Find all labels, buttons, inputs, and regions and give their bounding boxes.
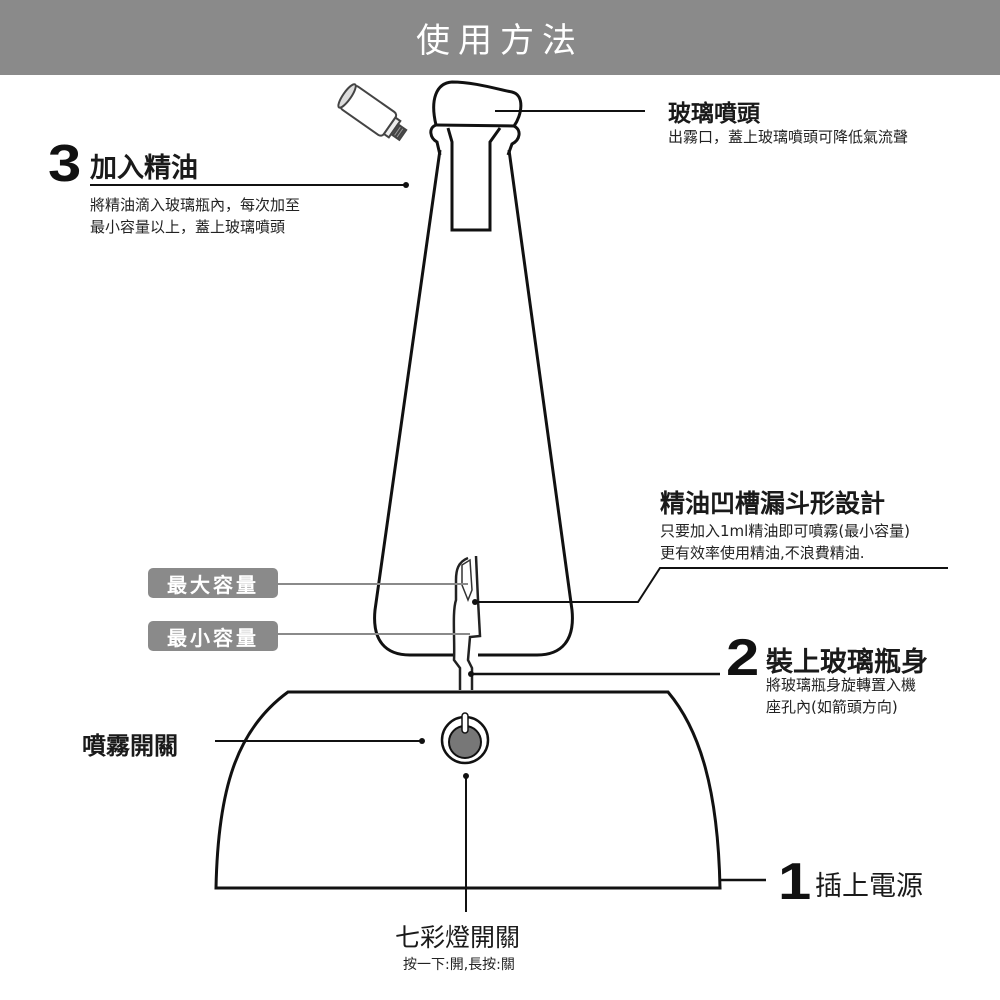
min-capacity-label: 最小容量 <box>148 621 278 651</box>
glass-nozzle <box>432 80 523 127</box>
light-switch-desc: 按一下:開,長按:關 <box>403 957 515 973</box>
header-banner: 使用方法 <box>0 0 1000 75</box>
funnel-design-title: 精油凹槽漏斗形設計 <box>660 489 886 518</box>
step-3-number: 3 <box>48 135 82 193</box>
essential-oil-bottle-icon <box>337 83 408 142</box>
page-title: 使用方法 <box>416 21 584 61</box>
step-3-desc-line-1: 將精油滴入玻璃瓶內，每次加至 <box>90 196 301 214</box>
step-1-title: 插上電源 <box>815 871 923 902</box>
glass-bottle <box>373 149 574 657</box>
step-2-desc-line-1: 將玻璃瓶身旋轉置入機 <box>766 676 917 694</box>
step-2-desc-line-2: 座孔內(如箭頭方向) <box>766 698 898 716</box>
glass-nozzle-desc: 出霧口，蓋上玻璃噴頭可降低氣流聲 <box>668 128 909 146</box>
step-1-number: 1 <box>778 853 812 911</box>
funnel-design-desc-line-1: 只要加入1ml精油即可噴霧(最小容量) <box>660 522 911 540</box>
funnel-design-desc-line-2: 更有效率使用精油,不浪費精油. <box>660 544 865 562</box>
glass-nozzle-title: 玻璃噴頭 <box>668 101 760 127</box>
step-3-title: 加入精油 <box>90 153 198 184</box>
light-switch-label: 七彩燈開關 <box>395 923 521 952</box>
step-2-number: 2 <box>726 629 760 687</box>
max-capacity-label: 最大容量 <box>148 568 278 598</box>
power-button-icon[interactable] <box>440 712 490 765</box>
mist-switch-label: 噴霧開關 <box>82 732 178 760</box>
oil-funnel-groove <box>452 555 482 690</box>
step-2-title: 裝上玻璃瓶身 <box>766 647 928 678</box>
step-3-desc-line-2: 最小容量以上，蓋上玻璃噴頭 <box>90 218 286 236</box>
